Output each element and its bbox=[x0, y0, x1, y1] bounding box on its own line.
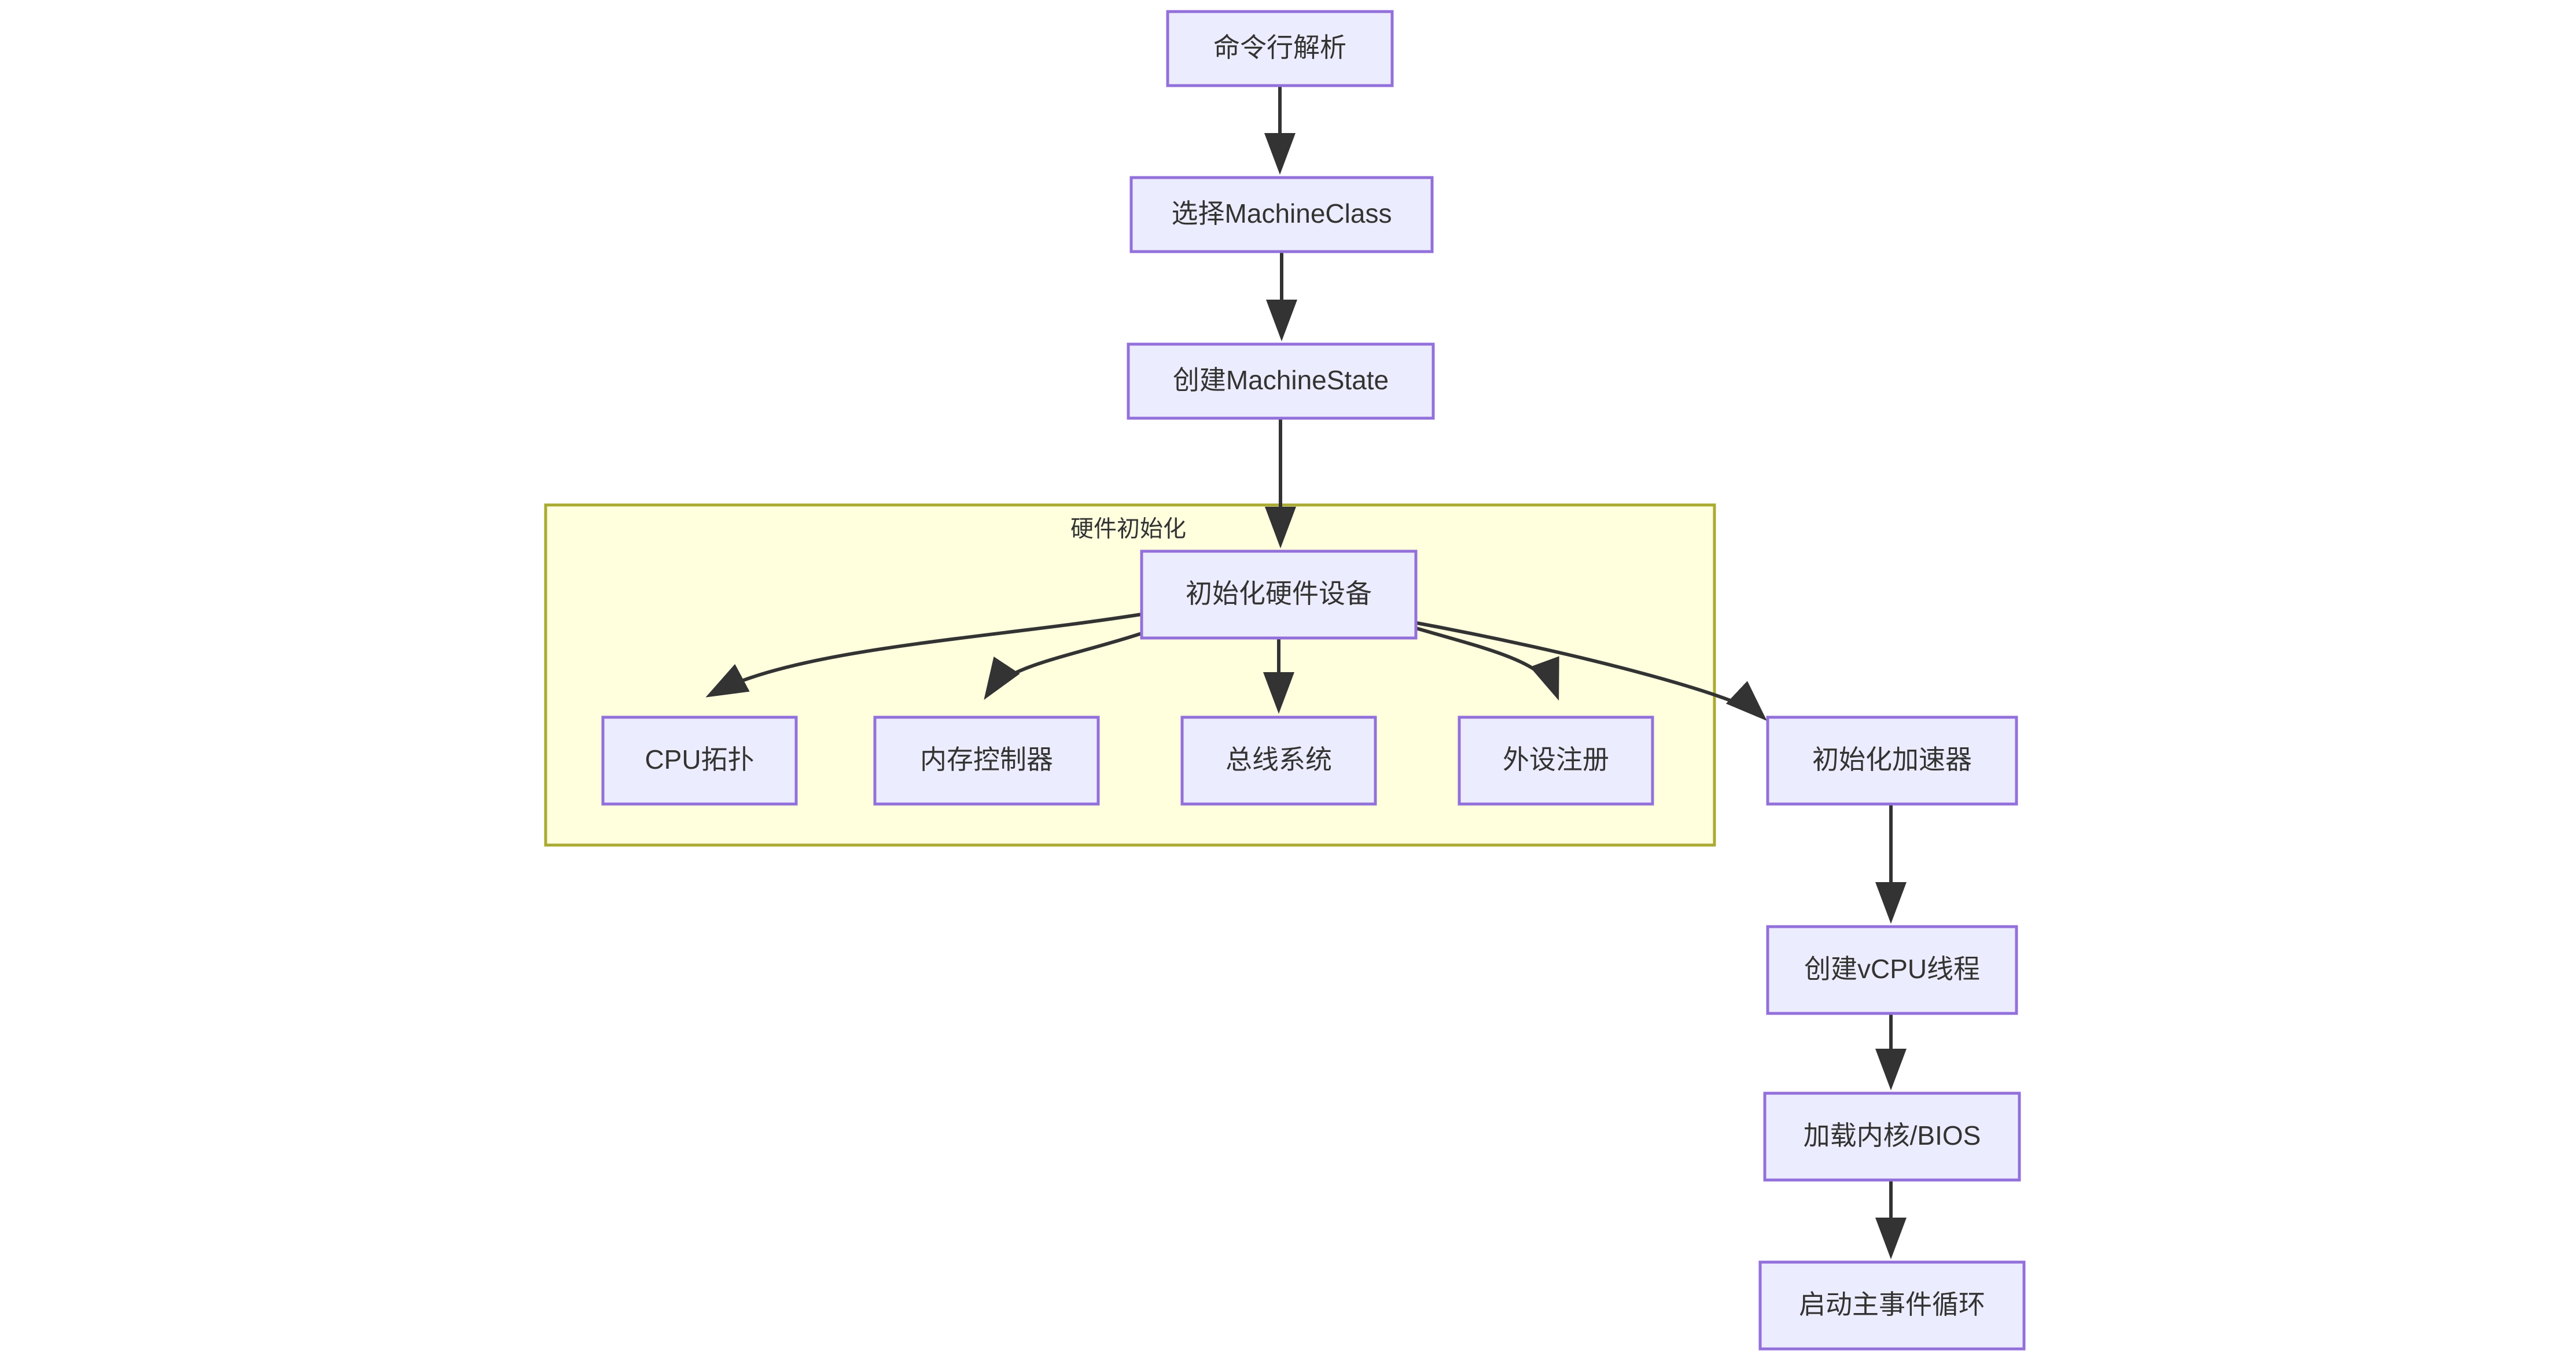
node-machclass[interactable]: 选择MachineClass bbox=[1129, 176, 1434, 253]
cluster-label: 硬件初始化 bbox=[1070, 517, 1186, 542]
node-accel[interactable]: 初始化加速器 bbox=[1766, 716, 2018, 806]
node-hwdev[interactable]: 初始化硬件设备 bbox=[1140, 550, 1418, 640]
node-label-periph: 外设注册 bbox=[1503, 744, 1609, 775]
node-rect-machclass[interactable] bbox=[1129, 176, 1434, 253]
node-label-memctl: 内存控制器 bbox=[920, 744, 1053, 775]
node-label-cputopo: CPU拓扑 bbox=[645, 744, 754, 775]
node-rect-cputopo[interactable] bbox=[601, 716, 798, 806]
e-hwdev-memctl bbox=[984, 632, 1142, 700]
node-rect-mainloop[interactable] bbox=[1758, 1260, 2026, 1351]
e-hwdev-cputopo bbox=[705, 613, 1142, 698]
node-label-vcputhr: 创建vCPU线程 bbox=[1804, 954, 1980, 984]
node-label-mainloop: 启动主事件循环 bbox=[1799, 1289, 1985, 1319]
node-memctl[interactable]: 内存控制器 bbox=[873, 716, 1100, 806]
node-rect-kernbios[interactable] bbox=[1763, 1092, 2021, 1182]
node-kernbios[interactable]: 加载内核/BIOS bbox=[1763, 1092, 2021, 1182]
node-rect-cmdline[interactable] bbox=[1166, 10, 1394, 87]
node-rect-periph[interactable] bbox=[1458, 716, 1654, 806]
node-label-machclass: 选择MachineClass bbox=[1172, 198, 1392, 228]
node-rect-machstate[interactable] bbox=[1127, 342, 1435, 420]
node-vcputhr[interactable]: 创建vCPU线程 bbox=[1766, 925, 2018, 1015]
node-mainloop[interactable]: 启动主事件循环 bbox=[1758, 1260, 2026, 1351]
node-rect-memctl[interactable] bbox=[873, 716, 1100, 806]
node-cmdline[interactable]: 命令行解析 bbox=[1166, 10, 1394, 87]
e-hwdev-periph bbox=[1404, 623, 1559, 701]
node-rect-vcputhr[interactable] bbox=[1766, 925, 2018, 1015]
node-machstate[interactable]: 创建MachineState bbox=[1127, 342, 1435, 420]
node-bussys[interactable]: 总线系统 bbox=[1180, 716, 1377, 806]
node-label-machstate: 创建MachineState bbox=[1173, 365, 1389, 395]
node-rect-hwdev[interactable] bbox=[1140, 550, 1418, 640]
node-periph[interactable]: 外设注册 bbox=[1458, 716, 1654, 806]
node-rect-accel[interactable] bbox=[1766, 716, 2018, 806]
node-label-kernbios: 加载内核/BIOS bbox=[1804, 1120, 1981, 1150]
e-hwdev-accel bbox=[1404, 619, 1767, 721]
node-label-cmdline: 命令行解析 bbox=[1213, 32, 1346, 62]
node-label-accel: 初始化加速器 bbox=[1812, 744, 1972, 775]
edge-layer bbox=[705, 86, 1907, 1259]
node-label-hwdev: 初始化硬件设备 bbox=[1186, 578, 1372, 609]
node-rect-bussys[interactable] bbox=[1180, 716, 1377, 806]
node-cputopo[interactable]: CPU拓扑 bbox=[601, 716, 798, 806]
node-label-bussys: 总线系统 bbox=[1226, 744, 1332, 775]
